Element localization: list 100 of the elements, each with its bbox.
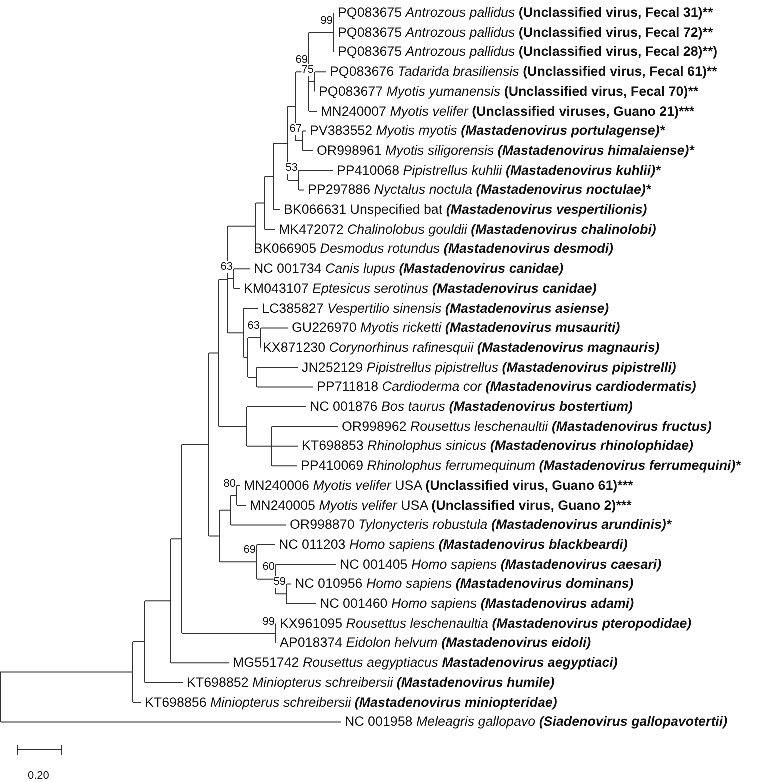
virus-name: (Mastadenovirus eidoli): [442, 635, 592, 650]
bootstrap-value: 99: [320, 14, 333, 27]
host-species: Eptesicus serotinus: [312, 280, 429, 296]
virus-name: (Mastadenovirus caesari): [500, 556, 662, 572]
virus-name: (Mastadenovirus musauriti): [445, 320, 620, 336]
accession-number: AP018374: [280, 635, 343, 650]
virus-name: (Mastadenovirus kuhlii)*: [506, 162, 661, 178]
accession-number: JN252129: [302, 360, 364, 375]
host-species: Homo sapiens: [366, 576, 452, 592]
accession-number: NC 001958: [345, 714, 413, 730]
virus-name: (Mastadenovirus noctulae)*: [476, 182, 652, 198]
host-species: Rhinolophus ferrumequinum: [367, 458, 536, 474]
host-species: Antrozous pallidus: [406, 24, 516, 40]
host-species: Corynorhinus rafinesquii: [329, 340, 474, 355]
accession-number: PQ083675: [338, 44, 402, 60]
bootstrap-value: 75: [302, 64, 314, 76]
bootstrap-value: 69: [244, 544, 256, 556]
host-species: Desmodus rotundus: [320, 241, 440, 256]
virus-name: (Mastadenovirus blackbeardi): [438, 536, 628, 552]
accession-number: KT698852: [187, 674, 249, 690]
accession-number: PQ083677: [319, 84, 384, 99]
accession-number: NC 001876: [310, 399, 378, 414]
host-species: Chalinolobus gouldii: [348, 222, 468, 237]
virus-name: (Mastadenovirus chalinolobi): [471, 222, 656, 237]
accession-number: BK066631: [284, 202, 347, 217]
accession-number: MK472072: [279, 222, 344, 237]
host-species: Myotis myotis: [376, 123, 458, 138]
accession-number: NC 001460: [320, 596, 388, 611]
accession-number: PP410068: [337, 162, 400, 178]
host-species: Rhinolophus sinicus: [368, 438, 487, 454]
virus-name: (Unclassified virus, Fecal 61)**: [523, 64, 718, 80]
host-species: Pipistrellus pipistrellus: [366, 360, 499, 375]
virus-name: (Mastadenovirus bostertium): [449, 399, 634, 414]
virus-name: (Mastadenovirus arundinis)*: [492, 517, 672, 532]
accession-number: PV383552: [310, 123, 373, 138]
host-species: Bos taurus: [381, 399, 446, 414]
virus-name: (Mastadenovirus desmodi): [444, 241, 614, 256]
virus-name: (Unclassified virus, Guano 2)***: [432, 498, 632, 512]
accession-number: NC 001734: [254, 261, 322, 276]
accession-number: OR998961: [317, 142, 382, 158]
host-species: Rousettus aegyptiacus: [303, 655, 438, 670]
host-species: Canis lupus: [325, 261, 396, 276]
virus-name: (Mastadenovirus cardiodermatis): [486, 379, 696, 394]
host-species: Meleagris gallopavo: [416, 714, 536, 730]
virus-name: (Mastadenovirus pipistrelli): [502, 360, 676, 375]
accession-number: KT698853: [302, 438, 364, 454]
accession-number: USA: [395, 478, 422, 493]
accession-number: MN240007: [321, 104, 387, 118]
accession-number: OR998962: [342, 418, 407, 434]
accession-number: PP711818: [317, 379, 379, 394]
host-species: Rousettus leschenaultii: [410, 418, 548, 434]
virus-name: (Mastadenovirus ferrumequini)*: [539, 458, 741, 474]
accession-number: OR998870: [290, 517, 355, 532]
host-species: Myotis velifer: [390, 104, 468, 118]
bootstrap-value: 53: [286, 162, 298, 174]
virus-name: (Mastadenovirus canidae): [432, 280, 597, 296]
virus-name: (Siadenovirus gallopavotertii): [539, 714, 728, 730]
accession-number: MN240005: [250, 498, 316, 512]
host-species: Homo sapiens: [411, 556, 498, 572]
host-species: Antrozous pallidus: [406, 44, 516, 60]
accession-number: MG551742: [233, 655, 300, 670]
bootstrap-value: 59: [274, 576, 286, 588]
scale-value: 0.20: [28, 770, 50, 782]
accession-number: PQ083676: [330, 64, 394, 80]
virus-name: (Mastadenovirus fructus): [552, 418, 712, 434]
accession-number: NC 011203: [279, 536, 346, 552]
bootstrap-value: 69: [296, 54, 308, 66]
virus-name: (Unclassified virus, Fecal 31)**: [518, 5, 714, 20]
bootstrap-value: 67: [290, 123, 302, 136]
host-species: Miniopterus schreibersii: [252, 674, 394, 690]
host-species: Vespertilio sinensis: [328, 300, 442, 316]
bootstrap-value: 60: [262, 561, 275, 574]
virus-name: (Mastadenovirus miniopteridae): [354, 694, 558, 710]
host-species: Myotis ricketti: [360, 320, 442, 336]
bootstrap-value: 99: [262, 616, 275, 628]
host-species: Tylonycteris robustula: [358, 517, 488, 532]
virus-name: (Unclassified virus, Fecal 70)**: [504, 84, 699, 99]
host-species: Cardioderma cor: [382, 379, 482, 394]
virus-name: (Unclassified virus, Fecal 72)**: [518, 24, 714, 40]
virus-name: (Mastadenovirus magnauris): [477, 340, 660, 355]
host-species: Rousettus leschenaultia: [346, 616, 488, 631]
accession-number: PQ083675: [338, 24, 402, 40]
host-species: Eidolon helvum: [346, 635, 438, 650]
accession-number: USA: [401, 498, 428, 512]
host-species: Myotis yumanensis: [386, 84, 501, 99]
virus-name: (Mastadenovirus pteropodidae): [492, 616, 692, 631]
accession-number: PP410069: [301, 458, 364, 474]
bootstrap-value: 80: [224, 478, 236, 490]
accession-number: KT698856: [145, 694, 207, 710]
host-species: Homo sapiens: [349, 536, 436, 552]
host-species: Nyctalus noctula: [374, 182, 473, 198]
accession-number: GU226970: [292, 320, 357, 336]
virus-name: (Unclassified viruses, Guano 21)***: [472, 104, 695, 118]
accession-number: Unspecified bat: [350, 202, 443, 217]
virus-name: (Mastadenovirus humile): [396, 674, 555, 690]
virus-name: (Mastadenovirus canidae): [399, 261, 564, 276]
accession-number: MN240006: [244, 478, 310, 493]
virus-name: (Mastadenovirus himalaiense)*: [498, 142, 694, 158]
accession-number: KX871230: [263, 340, 326, 355]
host-species: Tadarida brasiliensis: [398, 64, 520, 80]
